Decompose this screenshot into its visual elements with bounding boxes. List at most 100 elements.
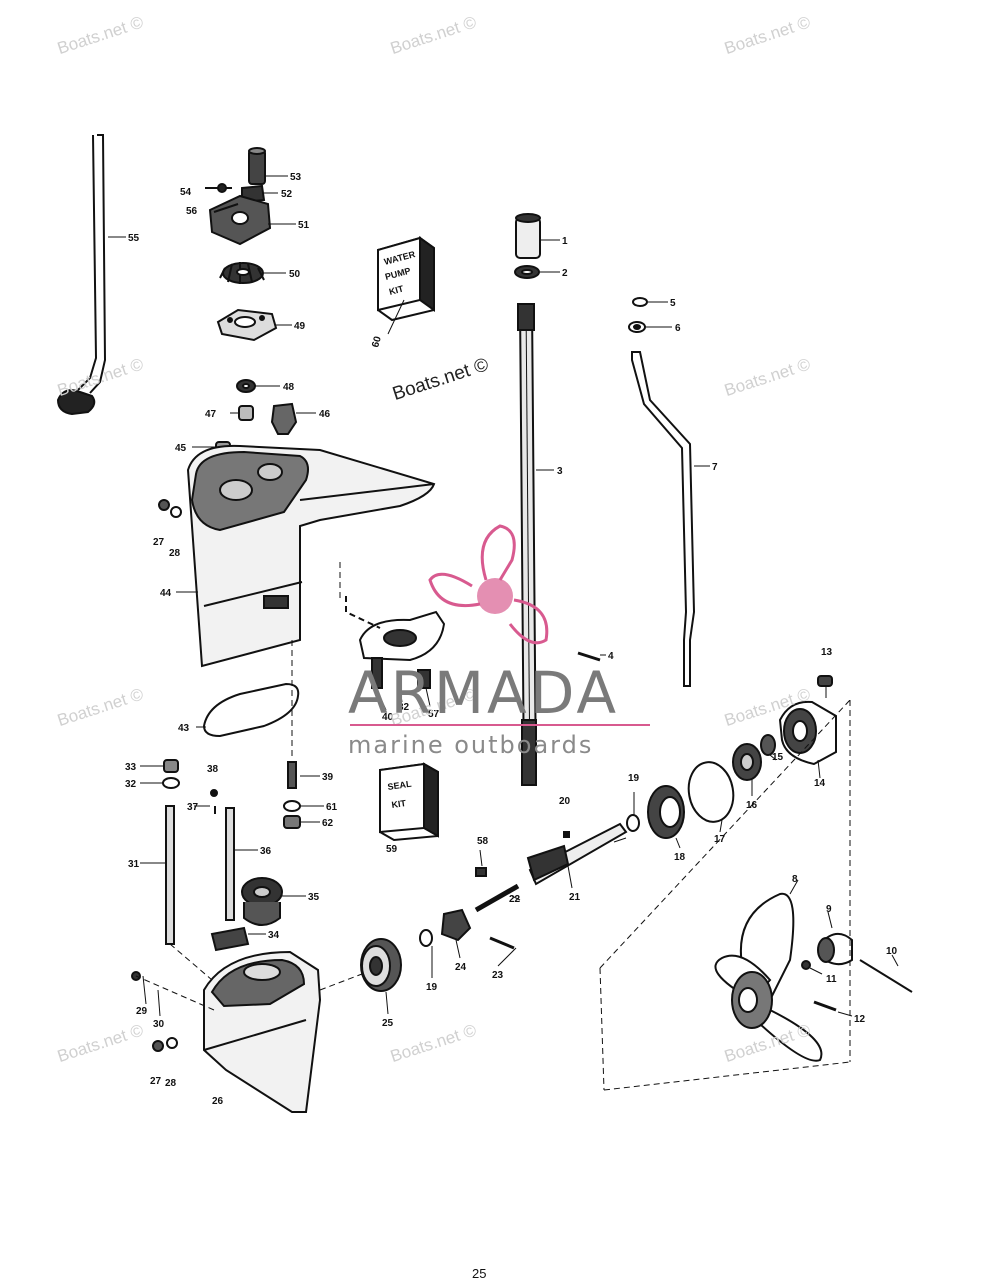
callout: 30 <box>153 1019 165 1030</box>
washer-19a <box>626 814 640 832</box>
grommet-47 <box>238 405 254 421</box>
svg-text:KIT: KIT <box>391 798 407 810</box>
callout: 32 <box>125 779 137 790</box>
callout: 37 <box>187 802 199 813</box>
bushing-1 <box>515 213 541 259</box>
water-pump-housing-51 <box>205 147 272 246</box>
washer-19b <box>419 929 433 947</box>
nut-62 <box>283 815 301 829</box>
callout: 47 <box>205 409 217 420</box>
callout: 48 <box>283 382 295 393</box>
shift-cam-assembly-41 <box>345 596 446 689</box>
callout: 49 <box>294 321 306 332</box>
callout: 27 <box>150 1076 162 1087</box>
screw-27 <box>158 499 170 511</box>
forward-gear-25 <box>360 938 402 992</box>
callout: 50 <box>289 269 301 280</box>
callout: 57 <box>428 709 440 720</box>
water-pump-kit-box-60 <box>377 236 435 322</box>
seal-15 <box>760 734 776 756</box>
callout: 36 <box>260 846 272 857</box>
brand-divider <box>350 724 650 726</box>
callout: 62 <box>322 818 334 829</box>
impeller-plate-49 <box>216 308 278 342</box>
spring-58 <box>475 867 487 877</box>
clamp-34 <box>210 926 250 952</box>
gasket-43 <box>202 682 300 738</box>
pin-23 <box>489 936 515 950</box>
leader-lines <box>108 175 899 1017</box>
callout: 14 <box>814 778 826 789</box>
callout: 29 <box>136 1006 148 1017</box>
callout: 6 <box>675 323 681 334</box>
callout: 35 <box>308 892 320 903</box>
callout: 13 <box>821 647 833 658</box>
brand-name: ARMADA <box>348 659 620 727</box>
callout: 28 <box>165 1078 177 1089</box>
callout: 61 <box>326 802 338 813</box>
clutch-dog-24 <box>440 908 472 942</box>
callout: 27 <box>153 537 165 548</box>
pin-12 <box>813 1000 837 1012</box>
callout: 20 <box>559 796 571 807</box>
callout: 28 <box>169 548 181 559</box>
page-number: 25 <box>472 1266 487 1281</box>
callout: 45 <box>175 443 187 454</box>
callout: 23 <box>492 970 504 981</box>
shift-shaft-7 <box>631 351 696 687</box>
svg-text:SEAL: SEAL <box>387 779 413 792</box>
cotter-pin-10 <box>859 959 913 993</box>
ball-38 <box>210 789 218 797</box>
callout: 40 <box>382 712 394 723</box>
pin-4 <box>577 651 601 662</box>
shift-rod-55 <box>56 134 107 416</box>
callout: 58 <box>477 836 489 847</box>
driveshaft-housing-44 <box>186 444 436 668</box>
callout: 54 <box>180 187 192 198</box>
callout: 53 <box>290 172 302 183</box>
callout: 24 <box>455 962 467 973</box>
callout: 17 <box>714 834 726 845</box>
callout: 12 <box>854 1014 866 1025</box>
nut-33 <box>163 759 179 773</box>
callout: 56 <box>186 206 198 217</box>
propeller-shaft-21 <box>526 822 628 886</box>
callout: 39 <box>322 772 334 783</box>
svg-text:KIT: KIT <box>388 283 405 297</box>
washer-61 <box>283 800 301 812</box>
callout: 4 <box>608 651 614 662</box>
armada-logo-mark <box>428 524 549 645</box>
bearing-16 <box>732 743 762 781</box>
stud-31 <box>165 805 175 945</box>
callout: 25 <box>382 1018 394 1029</box>
screw-27b <box>152 1040 164 1052</box>
callout: 5 <box>670 298 676 309</box>
part-number-callouts: 1 2 3 4 5 6 7 8 9 10 11 12 13 14 15 16 1… <box>125 172 898 1107</box>
callout: 9 <box>826 904 832 915</box>
callout: 21 <box>569 892 581 903</box>
callout: 2 <box>562 268 568 279</box>
brand-tagline: marine outboards <box>348 731 594 759</box>
callout: 15 <box>772 752 784 763</box>
washer-11 <box>801 960 811 970</box>
callout: 59 <box>386 844 398 855</box>
callout: 26 <box>212 1096 224 1107</box>
bearing-carrier-14 <box>778 700 837 766</box>
stud-36 <box>225 807 235 921</box>
reverse-gear-18 <box>647 785 685 839</box>
callout: 34 <box>268 930 280 941</box>
diagram-linework <box>56 134 913 1113</box>
callout: 46 <box>319 409 331 420</box>
callout: 16 <box>746 800 758 811</box>
seal-kit-label: SEAL KIT <box>387 779 413 810</box>
assembly-lines <box>135 562 851 1091</box>
callout: 7 <box>712 462 718 473</box>
callout: 11 <box>826 974 837 985</box>
callout: 3 <box>557 466 563 477</box>
callout: 10 <box>886 946 898 957</box>
propeller-8 <box>714 892 823 1062</box>
callout: 60 <box>370 335 384 349</box>
callout: 32 <box>398 702 410 713</box>
callout: 19 <box>426 982 438 993</box>
drive-shaft-3 <box>517 303 538 786</box>
